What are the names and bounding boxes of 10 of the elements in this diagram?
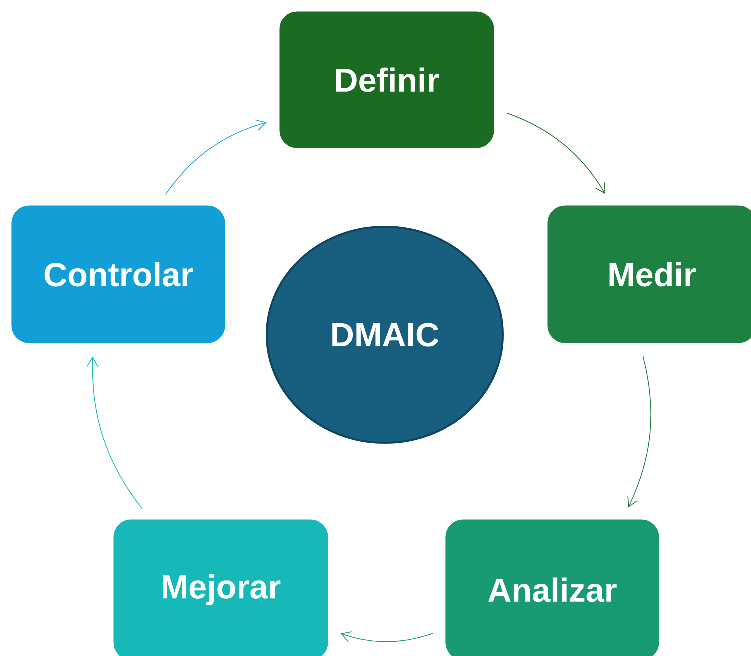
phase-box: Analizar bbox=[446, 520, 660, 656]
phase-box: Medir bbox=[548, 206, 751, 344]
phase-box: Controlar bbox=[12, 206, 226, 344]
arrow bbox=[165, 120, 267, 196]
phase-box: Definir bbox=[280, 12, 494, 148]
arrow bbox=[506, 112, 606, 194]
arrow bbox=[628, 356, 652, 508]
phase-box: Mejorar bbox=[114, 520, 328, 656]
arrow bbox=[86, 356, 143, 510]
arrow bbox=[340, 632, 434, 642]
